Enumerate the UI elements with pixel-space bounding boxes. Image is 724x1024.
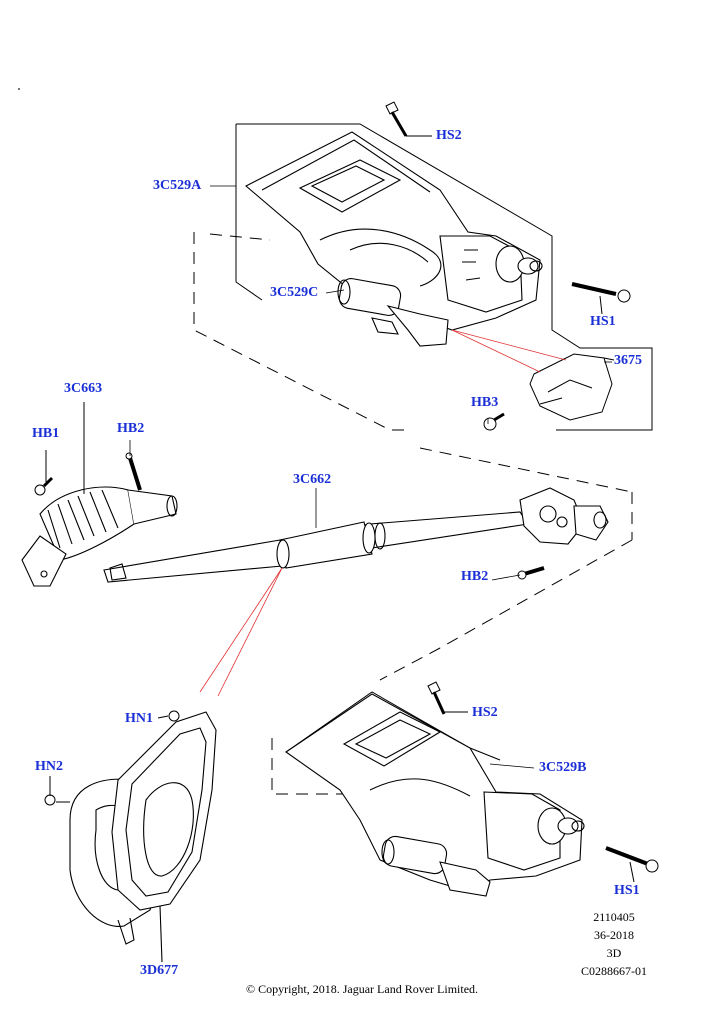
callout-3c529b[interactable]: 3C529B — [539, 760, 587, 775]
callout-hs1-top[interactable]: HS1 — [590, 314, 616, 329]
steering-column-upper — [245, 131, 543, 347]
callout-3c663[interactable]: 3C663 — [64, 381, 103, 396]
red-leaders-mid — [199, 567, 283, 697]
callout-hs1-bottom[interactable]: HS1 — [614, 883, 640, 898]
copyright-notice: © Copyright, 2018. Jaguar Land Rover Lim… — [245, 982, 479, 996]
top-assembly-frame — [193, 123, 653, 431]
intermediate-shaft — [103, 487, 609, 583]
hb3-bolt — [483, 412, 505, 431]
callout-3d677[interactable]: 3D677 — [140, 963, 179, 978]
bottom-assembly-frame — [271, 691, 501, 795]
callout-leaders — [129, 185, 612, 769]
callout-hb3[interactable]: HB3 — [471, 395, 499, 410]
callout-hn2[interactable]: HN2 — [35, 759, 63, 774]
illustration-ref-date: 36-2018 — [594, 928, 634, 942]
callout-3675[interactable]: 3675 — [614, 353, 642, 368]
hb2-bolt-right — [517, 566, 545, 580]
hn2-nut — [44, 776, 70, 806]
hs2-bolt-top — [385, 101, 432, 137]
shaft-box — [379, 447, 633, 681]
callout-hb2-right[interactable]: HB2 — [461, 569, 489, 584]
illustration-ref-type: 3D — [606, 946, 622, 960]
boot-3d677 — [69, 711, 217, 963]
lower-shaft-boot — [21, 486, 178, 587]
hn1-nut — [157, 710, 180, 722]
corner-mark — [18, 88, 20, 90]
callout-hb2-left[interactable]: HB2 — [117, 421, 145, 436]
hs1-bolt-top — [571, 282, 631, 315]
hs1-bolt-bottom — [605, 846, 659, 883]
illustration-ref-number: 2110405 — [593, 910, 635, 924]
callout-hs2-top[interactable]: HS2 — [436, 128, 462, 143]
module-3675 — [529, 353, 615, 421]
callout-hn1[interactable]: HN1 — [125, 711, 153, 726]
illustration-ref-code: C0288667-01 — [581, 964, 647, 978]
red-leaders-top — [451, 329, 567, 373]
callout-hb1[interactable]: HB1 — [32, 426, 60, 441]
steering-column-lower — [285, 693, 585, 897]
hs2-bolt-bottom — [427, 681, 468, 715]
callout-3c529c[interactable]: 3C529C — [270, 285, 319, 300]
callout-3c529a[interactable]: 3C529A — [153, 178, 202, 193]
hb1-bolt — [34, 450, 54, 496]
hb2-bolt-left — [125, 452, 142, 491]
callout-hs2-bottom[interactable]: HS2 — [472, 705, 498, 720]
callout-3c662[interactable]: 3C662 — [293, 472, 332, 487]
